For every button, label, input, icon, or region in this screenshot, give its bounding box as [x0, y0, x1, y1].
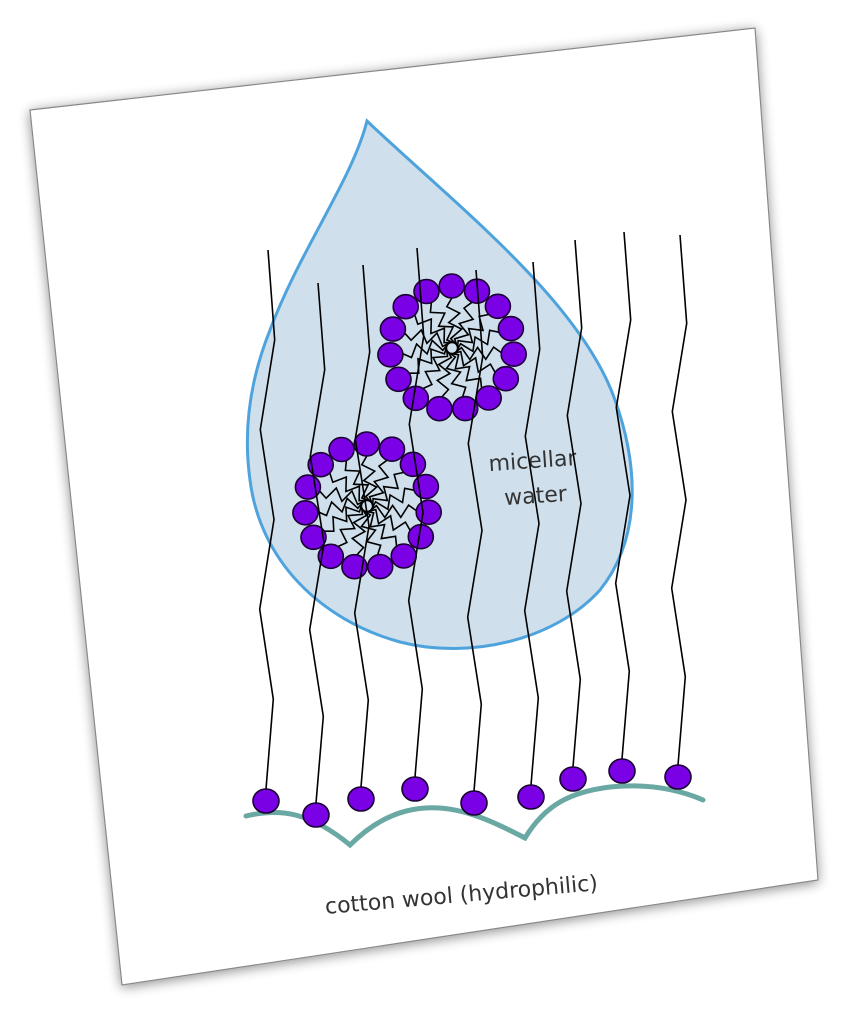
- surfactant-tail: [360, 508, 382, 556]
- surfactant-tail: [360, 455, 379, 505]
- surfactant-head: [451, 395, 479, 422]
- surface-surfactant-head: [302, 802, 330, 828]
- surfactant-tail: [408, 344, 449, 374]
- surfactant-head: [484, 293, 512, 320]
- surfactant-head: [377, 341, 404, 368]
- surfactant-tail: [435, 348, 453, 398]
- surfactant-head: [307, 451, 335, 478]
- surfactant-tail: [323, 502, 364, 532]
- surfactant-tail: [371, 471, 405, 509]
- surfactant-tail: [368, 503, 418, 519]
- surfactant-head: [492, 365, 520, 392]
- surfactant-head: [475, 385, 503, 411]
- surface-surfactant-head: [664, 764, 692, 790]
- surfactant-tail: [370, 487, 415, 511]
- surfactant-head: [317, 543, 345, 570]
- surface-surfactant-tail: [466, 269, 484, 792]
- cotton-surface: [243, 783, 706, 849]
- surfactant-tail: [445, 297, 464, 347]
- surface-surfactant-head: [252, 788, 280, 814]
- surface-surfactant-tail: [258, 249, 276, 790]
- surfactant-tail: [422, 346, 449, 390]
- surface-surfactant-tail: [614, 231, 632, 760]
- surfactant-tail: [344, 460, 372, 503]
- surfactant-tail: [453, 301, 475, 349]
- surfactant-head: [328, 436, 355, 463]
- surface-surfactant-tail: [523, 261, 541, 786]
- surfactant-head: [426, 395, 453, 422]
- surfactant-head: [353, 431, 381, 457]
- surfactant-tail: [413, 314, 455, 344]
- surfactant-head: [438, 273, 466, 299]
- micellar-label: micellar: [488, 446, 578, 477]
- surfactant-head: [292, 499, 319, 526]
- surfactant-head: [402, 385, 430, 412]
- surface-surfactant-tail: [565, 239, 583, 768]
- surfactant-tail: [363, 510, 398, 547]
- surfactant-tail: [368, 459, 390, 507]
- surface-surfactant-head: [517, 784, 545, 810]
- surfactant-head: [379, 316, 407, 342]
- surface-surfactant-tail: [670, 234, 688, 766]
- surfactant-tail: [453, 345, 503, 361]
- surfactant-head: [366, 553, 394, 580]
- surfactant-tail: [318, 486, 367, 506]
- surfactant-tail: [328, 472, 370, 502]
- surfactant-head: [392, 293, 420, 320]
- surfactant-head: [399, 451, 427, 478]
- surfactant-tail: [337, 504, 364, 548]
- surfactant-head: [415, 499, 443, 526]
- surfactant-tail: [448, 352, 483, 389]
- surfactant-tail: [450, 350, 497, 374]
- surfactant-tail: [401, 339, 450, 359]
- surface-surfactant-tail: [407, 247, 425, 778]
- water-drop: [245, 118, 634, 650]
- surfactant-head: [500, 341, 528, 368]
- surface-surfactants: [252, 231, 692, 828]
- surface-surfactant-head: [347, 786, 375, 812]
- surfactant-tail: [403, 328, 452, 348]
- surfactant-head: [390, 543, 418, 569]
- surface-surfactant-head: [460, 790, 488, 816]
- surfactant-head: [385, 366, 412, 393]
- surface-surfactant-tail: [353, 264, 371, 788]
- surfactant-head: [300, 524, 327, 551]
- surfactant-head: [497, 315, 525, 342]
- surfactant-tail: [455, 329, 500, 353]
- surface-surfactant-tail: [308, 282, 326, 804]
- surfactant-tail: [429, 302, 457, 345]
- surfactant-head: [413, 278, 440, 305]
- surfactant-head: [378, 436, 406, 463]
- surface-surfactant-head: [559, 766, 587, 792]
- surfactant-tail: [350, 506, 368, 556]
- surfactant-tail: [316, 497, 365, 517]
- surfactant-tail: [445, 350, 467, 398]
- surfactant-tail: [365, 508, 412, 532]
- surface-surfactant-head: [401, 776, 429, 802]
- surface-surfactant-head: [608, 758, 636, 784]
